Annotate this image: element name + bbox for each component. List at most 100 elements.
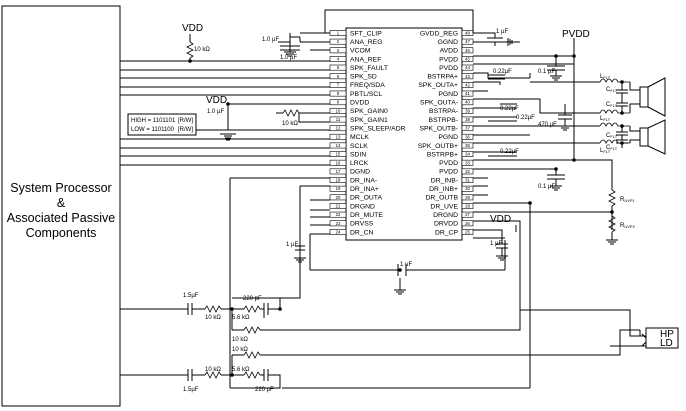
system-processor-label-line4: Components — [26, 226, 97, 240]
pvdd-label: PVDD — [562, 29, 590, 40]
ic-pin-box — [329, 194, 347, 201]
ic-pin-number: 27 — [465, 212, 470, 217]
junction-dot — [620, 141, 624, 145]
filter-caps-b — [616, 126, 628, 148]
ic-pin-number: 45 — [465, 56, 470, 61]
ic-pin-number: 1 — [337, 31, 340, 36]
ic-pin-number: 32 — [465, 169, 470, 174]
ic-pin-name: DRVSS — [350, 221, 374, 228]
filter-cap-b2-label: CFLT — [606, 145, 618, 151]
ic-pin-name: DR_OUTB — [426, 195, 459, 202]
ic-pin-box — [329, 159, 347, 166]
ic-pin-name: BSTRPB- — [429, 117, 458, 124]
junction-dot — [398, 268, 402, 272]
ic-pin-name: DR_OUTA — [350, 195, 382, 202]
ic-pin-name: GGND — [438, 39, 458, 46]
dvdd-cap-label: 1.0 µF — [207, 109, 224, 115]
ic-pin-name: LRCK — [350, 160, 369, 167]
speaker-b — [639, 119, 666, 155]
uvp-resistor-2-label: RUVP2 — [620, 223, 636, 229]
ic-pin-box — [461, 82, 474, 88]
ic-pin-number: 13 — [336, 134, 341, 139]
ic-pin-number: 38 — [465, 117, 470, 122]
hp-input-b-res1 — [204, 371, 222, 379]
out-b-wires — [473, 116, 600, 157]
ground-symbols — [224, 38, 618, 263]
filter-cap-a2-label: CFLT — [606, 102, 618, 108]
ground-icon-pvdd-bot — [550, 185, 562, 191]
ic-pin-left: 8 PBTL/SCL — [329, 90, 382, 98]
ic-pin-number: 12 — [336, 126, 341, 131]
hp-a-output-wire — [260, 248, 521, 331]
ic-pin-name: PGND — [438, 91, 458, 98]
hp-jack-wires — [520, 309, 646, 347]
hp-input-b-cap2-label: 220 pF — [255, 387, 274, 393]
ic-pin-box — [329, 142, 347, 149]
ic-pin-box — [329, 211, 347, 218]
ic-pin-number: 14 — [336, 143, 341, 148]
ic-pin-number: 8 — [337, 91, 340, 96]
hp-input-b-res3 — [243, 351, 261, 359]
ic-pin-number: 41 — [465, 91, 470, 96]
ic-pin-number: 3 — [337, 48, 340, 53]
hp-input-b-cap — [120, 369, 205, 381]
hp-a-feedback-wires — [232, 297, 281, 318]
wiring — [120, 9, 679, 389]
ic-pin-number: 34 — [465, 152, 470, 157]
ic-pin-name: DGND — [350, 169, 370, 176]
ic-pin-box — [461, 168, 474, 175]
junction-dot — [554, 167, 558, 171]
ic-pin-number: 7 — [337, 82, 340, 87]
ic-pin-name: SPK_FAULT — [350, 65, 388, 72]
gain-wires — [298, 112, 330, 123]
ic-pin-box — [329, 56, 347, 62]
inductor-a1-label: LFLT — [600, 74, 611, 80]
bootstrap-b1-cap-label: 0.22µF — [516, 115, 535, 121]
ground-icon-uvp — [606, 239, 618, 245]
ic-pin-number: 39 — [465, 108, 470, 113]
drvss-cap-label: 1 µF — [286, 242, 298, 248]
drcn-cap-loop — [309, 234, 506, 276]
ic-pin-left: 16 LRCK — [329, 159, 369, 167]
junction-dot — [278, 307, 282, 311]
junction-dot — [572, 54, 576, 58]
hp-input-a-res3 — [243, 326, 261, 334]
ic-pin-name: DR_INB- — [431, 177, 458, 184]
ic-pin-name: AVDD — [440, 48, 458, 55]
ic-pin-box — [461, 64, 474, 71]
ic-pin-box — [461, 203, 474, 209]
ic-pin-name: PBTL/SCL — [350, 91, 382, 98]
hp-input-a-cap2-label: 220 pF — [243, 296, 262, 302]
ic-pin-name: SPK_OUTA- — [420, 100, 458, 107]
ana-reg-cap-wires — [278, 33, 330, 52]
ic-pin-number: 4 — [337, 56, 340, 61]
ic-pin-number: 6 — [337, 74, 340, 79]
ic-pin-right: 38 BSTRPB- — [429, 116, 474, 124]
ic-pin-number: 44 — [465, 65, 470, 70]
ic-pin-box — [461, 229, 474, 235]
ic-pin-number: 16 — [336, 160, 341, 165]
ic-pin-box — [461, 211, 474, 218]
ic-pin-box — [461, 99, 474, 106]
ic-pin-box — [329, 73, 347, 80]
